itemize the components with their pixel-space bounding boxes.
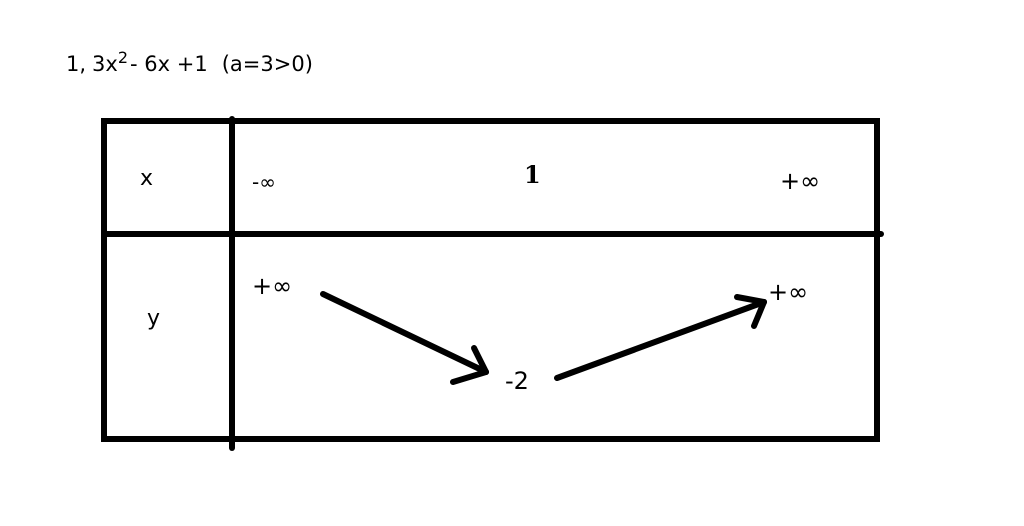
x-row-label: x [140,166,154,191]
function-heading: 1,3x2- 6x +1 (a=3>0) [66,44,313,78]
y-value-minimum: -2 [505,367,529,395]
heading-exponent: 2 [117,48,129,67]
decreasing-arrow [320,291,489,385]
heading-rest: - 6x +1 [130,52,208,76]
x-value-plus-infinity: +∞ [780,167,821,195]
x-value-vertex: 1 [524,160,541,189]
heading-index: 1, [66,52,87,76]
increasing-arrow [554,294,767,381]
y-value-left-limit: +∞ [252,272,293,300]
table-border [101,118,880,442]
y-row-label: y [147,306,161,331]
y-value-right-limit: +∞ [768,278,809,306]
heading-condition: (a=3>0) [221,52,313,76]
x-value-minus-infinity: -∞ [252,170,276,194]
heading-coef: 3x [92,52,118,76]
